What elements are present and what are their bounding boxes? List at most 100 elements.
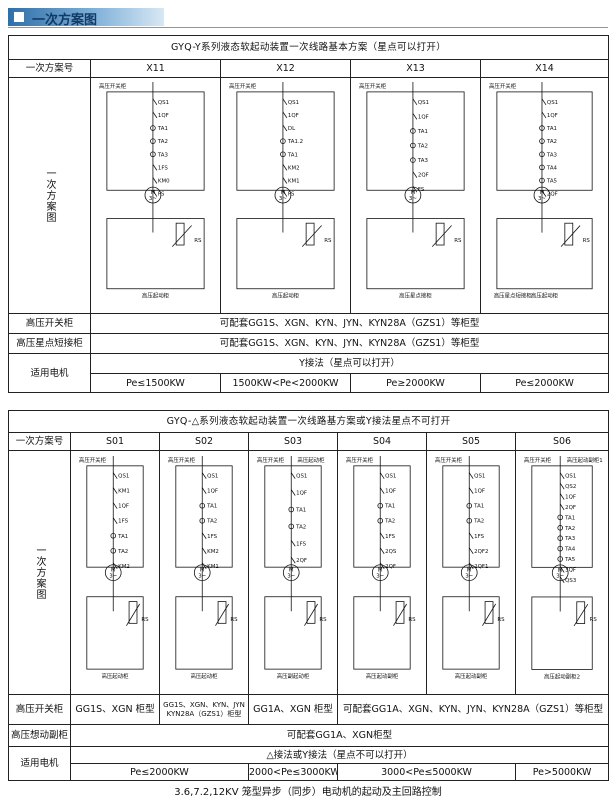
motor-symbol: [460, 564, 478, 581]
resistor-arrow: [126, 603, 140, 626]
component-label: FS: [158, 192, 165, 198]
switch-symbol: [112, 517, 118, 524]
resistor-arrow: [171, 225, 192, 248]
table2-aux-label: 高压想动副柜: [8, 724, 71, 747]
component-label: 1QF: [296, 490, 307, 496]
switch-symbol: [559, 576, 565, 583]
component-label: 1QF: [288, 113, 299, 119]
table2-switch-label: 高压开关柜: [8, 694, 71, 725]
switch-symbol: [559, 472, 565, 479]
table1-title: GYQ-Y系列液态软起动装置一次线路基本方案（星点可以打开）: [7, 35, 610, 60]
motor-phase-label: 3~: [409, 196, 417, 202]
table1-switch-label: 高压开关柜: [8, 313, 91, 334]
motor-phase-label: 3~: [556, 573, 564, 579]
switch-symbol: [201, 532, 207, 539]
table2-switch-s03: GG1A、XGN 柜型: [248, 694, 338, 725]
cabinet-top-label: 高压开关柜: [346, 456, 374, 464]
current-transformer-symbol: [110, 547, 117, 554]
component-label: 2QF: [547, 192, 558, 198]
motor-phase-label: 3~: [538, 196, 546, 202]
table2-power-1: Pe≤2000KW: [70, 763, 249, 781]
switch-symbol: [541, 190, 547, 198]
motor-phase-label: 3~: [279, 196, 287, 202]
component-label: KM1: [118, 489, 130, 495]
cabinet-bottom-box: [86, 596, 144, 670]
resistor-arrow: [215, 603, 229, 626]
current-transformer-symbol: [377, 517, 384, 524]
component-label: 2QF: [296, 558, 307, 564]
table-y-series: GYQ-Y系列液态软起动装置一次线路基本方案（星点可以打开） 一次方案号 X11…: [7, 35, 610, 393]
cabinet-bottom-label: 高压起动副柜: [455, 672, 488, 680]
component-label: RS: [497, 617, 505, 623]
table1-motor-conn: Y接法（星点可以打开）: [89, 353, 610, 374]
component-label: KM2: [207, 549, 219, 555]
switch-symbol: [282, 177, 288, 185]
current-transformer-symbol: [539, 178, 545, 184]
cabinet-top-label: 高压开关柜: [79, 456, 107, 464]
table1-scheme-x14: X14: [479, 59, 610, 78]
component-label: 1FS: [296, 541, 306, 547]
cabinet-top-box: [531, 465, 593, 568]
switch-symbol: [290, 472, 296, 479]
motor-label: M: [281, 190, 286, 196]
switch-symbol: [282, 112, 288, 119]
switch-symbol: [152, 164, 158, 171]
current-transformer-symbol: [288, 506, 295, 513]
cabinet-bottom-label: 高压起动柜: [142, 292, 170, 300]
current-transformer-symbol: [280, 151, 286, 158]
table2-motor-label: 适用电机: [8, 746, 71, 781]
switch-symbol: [468, 487, 474, 494]
table2-motor-conn: △接法或Y接法（星点不可以打开）: [69, 746, 610, 764]
component-label: TA3: [546, 153, 558, 159]
switch-symbol: [152, 112, 158, 119]
table2-scheme-s04: S04: [337, 432, 427, 451]
switch-symbol: [412, 171, 418, 179]
resistor-arrow: [573, 603, 589, 626]
switch-symbol: [559, 493, 565, 500]
current-transformer-symbol: [288, 523, 295, 530]
component-label: QS1: [296, 474, 307, 480]
resistor-symbol: [484, 601, 494, 624]
switch-symbol: [379, 547, 385, 554]
switch-symbol: [201, 472, 207, 479]
component-label: 1FS: [385, 534, 395, 540]
header-title: 一次方案图: [32, 13, 98, 28]
component-label: KM1: [207, 564, 219, 570]
component-label: 2QF2: [474, 549, 488, 555]
motor-symbol: [282, 564, 300, 581]
motor-symbol: [404, 187, 422, 204]
cabinet-bottom-label: 高压起动柜: [101, 672, 129, 680]
resistor-arrow: [482, 603, 496, 626]
current-transformer-symbol: [539, 165, 545, 171]
component-label: TA1: [206, 504, 217, 510]
cabinet-top-label: 高压开关柜: [359, 82, 387, 90]
footer-caption: 3.6,7.2,12KV 笼型异步（同步）电动机的起动及主回路控制: [174, 787, 442, 798]
component-label: TA1: [117, 534, 128, 540]
motor-phase-label: 3~: [198, 573, 206, 579]
component-label: FS: [288, 192, 295, 198]
switch-symbol: [541, 99, 547, 106]
component-label: TA1: [295, 507, 306, 513]
switch-symbol: [112, 487, 118, 494]
component-label: TA5: [546, 179, 557, 185]
resistor-symbol: [217, 601, 227, 624]
header-rule: [8, 27, 608, 28]
current-transformer-symbol: [410, 157, 416, 164]
cabinet-bottom-label: 高压起动副柜2: [544, 672, 580, 680]
table1-power-x13: Pe≥2000KW: [350, 373, 481, 393]
component-label: TA3: [564, 536, 576, 542]
cabinet-top-label: 高压开关柜: [99, 82, 127, 90]
current-transformer-symbol: [557, 524, 563, 531]
switch-symbol: [379, 487, 385, 494]
current-transformer-symbol: [466, 517, 473, 524]
component-label: TA1: [473, 504, 484, 510]
cabinet-bottom-box: [175, 596, 233, 670]
cabinet-bottom-label: 高压起动柜: [272, 292, 300, 300]
current-transformer-symbol: [150, 125, 156, 132]
component-label: TA4: [546, 166, 558, 172]
